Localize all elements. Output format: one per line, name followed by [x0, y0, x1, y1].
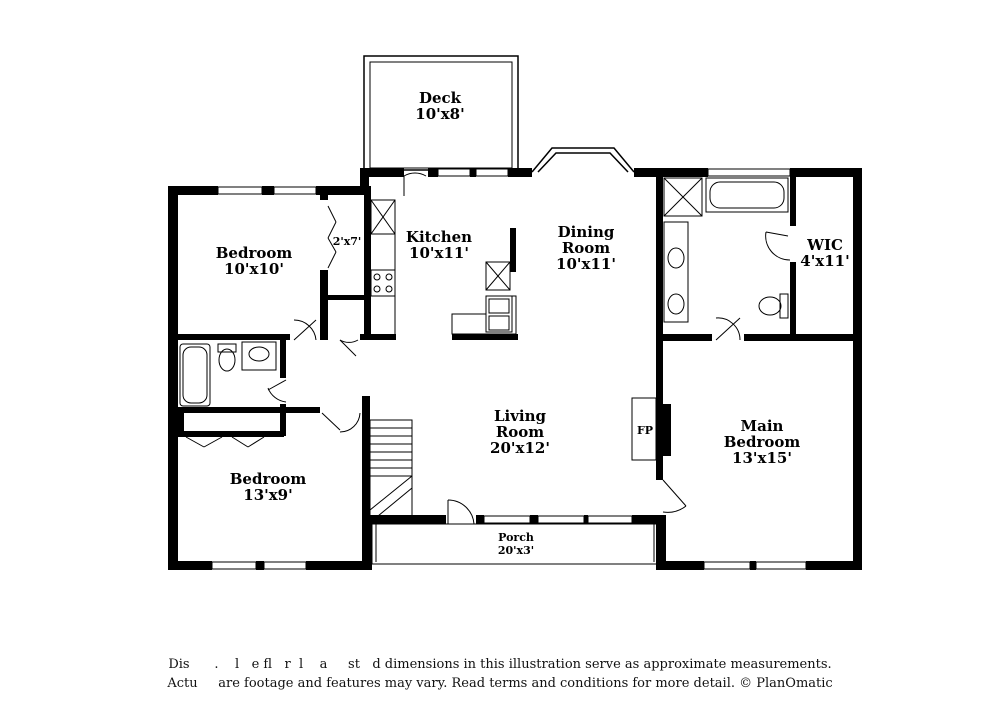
doors: [185, 172, 791, 525]
wic-dim: 4'x11': [800, 252, 849, 270]
exterior-walls: [168, 168, 862, 570]
fireplace-label: FP: [637, 424, 653, 437]
fixtures: [179, 177, 789, 517]
living-name-2: Room: [496, 423, 544, 441]
dining-name-2: Room: [562, 239, 610, 257]
dining-dim: 10'x11': [556, 255, 616, 273]
bay-window: [531, 147, 635, 173]
living-name-1: Living: [494, 407, 547, 425]
bedroom1-name: Bedroom: [216, 244, 293, 262]
main-bedroom-name-1: Main: [741, 417, 784, 435]
porch-name: Porch: [498, 531, 534, 544]
floor-plan: Deck 10'x8' Bedroom 10'x10' 2'x7' Kitche…: [168, 55, 862, 570]
dining-name-1: Dining: [558, 223, 615, 241]
interior-walls: [178, 176, 862, 524]
main-bedroom-dim: 13'x15': [732, 449, 792, 467]
porch-dim: 20'x3': [498, 544, 534, 557]
bedroom1-dim: 10'x10': [224, 260, 284, 278]
living-dim: 20'x12': [490, 439, 550, 457]
windows: [211, 168, 807, 570]
kitchen-name: Kitchen: [406, 228, 472, 246]
bedroom2-dim: 13'x9': [243, 486, 292, 504]
bedroom2-name: Bedroom: [230, 470, 307, 488]
main-bedroom-name-2: Bedroom: [724, 433, 801, 451]
kitchen-dim: 10'x11': [409, 244, 469, 262]
disclaimer-line-2: Actu are footage and features may vary. …: [167, 676, 833, 691]
disclaimer-line-1: Dis . l e fl r l a st d dimensions in th…: [168, 657, 832, 672]
closet-dim: 2'x7': [333, 235, 362, 248]
deck-dim: 10'x8': [415, 105, 464, 123]
wic-name: WIC: [806, 236, 843, 254]
deck-name: Deck: [419, 89, 462, 107]
